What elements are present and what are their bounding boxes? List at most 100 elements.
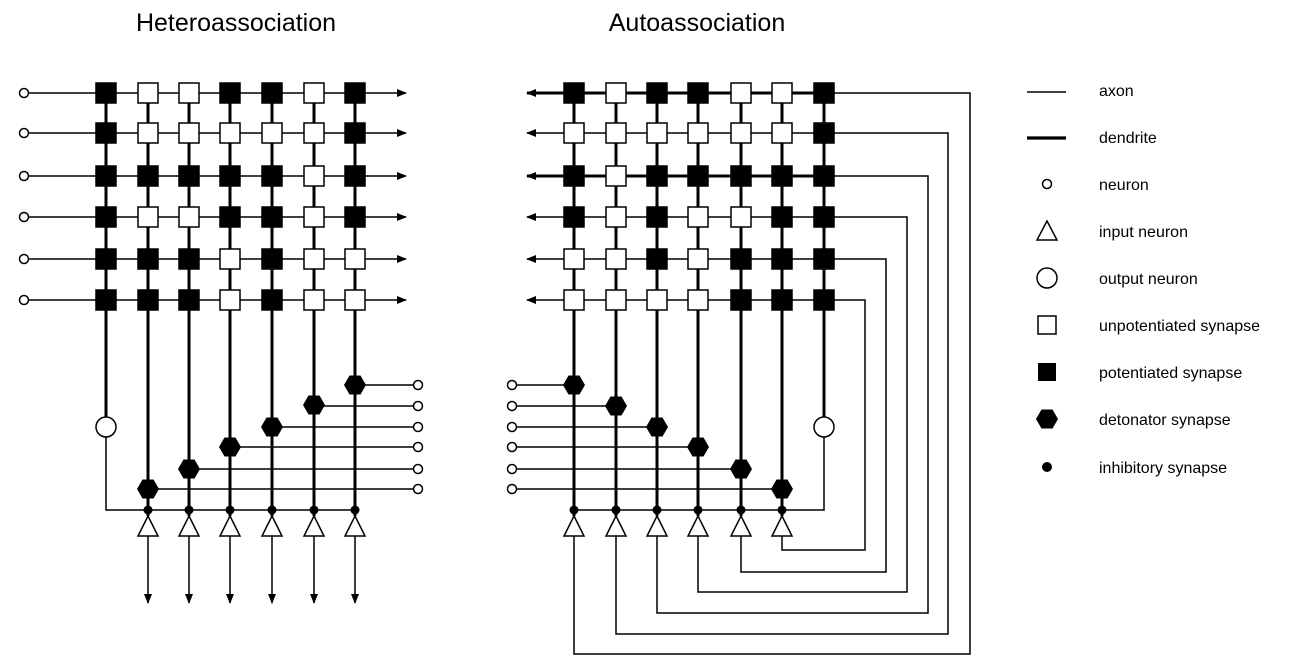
input-neuron-icon [686, 514, 710, 537]
inhibitory-synapse-icon [1042, 462, 1052, 472]
legend-item-unpotentiated-synapse: unpotentiated synapse [1037, 315, 1260, 335]
detonator-synapse [771, 479, 793, 499]
potentiated-synapse [137, 289, 159, 311]
potentiated-synapse [771, 248, 793, 270]
potentiated-synapse [95, 248, 117, 270]
detonator-synapse [605, 396, 627, 416]
unpotentiated-synapse [303, 165, 325, 187]
potentiated-synapse [563, 82, 585, 104]
input-neuron-icon [260, 514, 284, 537]
unpotentiated-synapse [605, 165, 627, 187]
input-neuron-icon [343, 514, 367, 537]
legend-label: axon [1099, 83, 1134, 100]
inhibitory-synapse [143, 505, 153, 515]
neuron-icon [412, 463, 424, 475]
potentiated-synapse [261, 206, 283, 228]
unpotentiated-synapse [303, 248, 325, 270]
neuron-icon [1041, 178, 1053, 190]
potentiated-synapse [646, 82, 668, 104]
feedback-axon [697, 216, 908, 593]
neuron-icon [18, 127, 30, 139]
potentiated-synapse [344, 82, 366, 104]
unpotentiated-synapse [730, 82, 752, 104]
feedback-axon [615, 132, 949, 635]
unpotentiated-synapse [563, 248, 585, 270]
unpotentiated-synapse [137, 122, 159, 144]
potentiated-synapse [771, 165, 793, 187]
potentiated-synapse [95, 165, 117, 187]
potentiated-synapse [730, 289, 752, 311]
detonator-synapse [563, 375, 585, 395]
unpotentiated-synapse [219, 248, 241, 270]
autoassociation-network [506, 82, 971, 655]
inhibitory-synapse [569, 505, 579, 515]
unpotentiated-synapse [687, 122, 709, 144]
potentiated-synapse [646, 165, 668, 187]
detonator-synapse [261, 417, 283, 437]
neuron-icon [412, 400, 424, 412]
inhibitory-synapse [693, 505, 703, 515]
unpotentiated-synapse-icon [1037, 315, 1057, 335]
detonator-synapse [730, 459, 752, 479]
detonator-synapse [303, 395, 325, 415]
unpotentiated-synapse [687, 248, 709, 270]
potentiated-synapse [813, 289, 835, 311]
unpotentiated-synapse [137, 82, 159, 104]
potentiated-synapse [219, 206, 241, 228]
potentiated-synapse [261, 248, 283, 270]
potentiated-synapse [646, 206, 668, 228]
neuron-icon [18, 170, 30, 182]
input-neuron-icon [136, 514, 160, 537]
potentiated-synapse [813, 248, 835, 270]
unpotentiated-synapse [646, 122, 668, 144]
neuron-icon [18, 87, 30, 99]
potentiated-synapse [687, 165, 709, 187]
input-neuron-icon [604, 514, 628, 537]
unpotentiated-synapse [303, 289, 325, 311]
feedback-axon [656, 175, 929, 614]
feedback-axon [781, 299, 866, 551]
output-neuron-icon [1036, 267, 1058, 289]
potentiated-synapse [261, 165, 283, 187]
neuron-icon [506, 421, 518, 433]
unpotentiated-synapse [730, 206, 752, 228]
unpotentiated-synapse [687, 289, 709, 311]
inhibitory-synapse [350, 505, 360, 515]
potentiated-synapse [261, 82, 283, 104]
legend-label: unpotentiated synapse [1099, 318, 1260, 335]
unpotentiated-synapse [178, 122, 200, 144]
potentiated-synapse [261, 289, 283, 311]
neuron-icon [506, 441, 518, 453]
legend-label: detonator synapse [1099, 412, 1231, 429]
potentiated-synapse [344, 206, 366, 228]
unpotentiated-synapse [771, 82, 793, 104]
unpotentiated-synapse [178, 206, 200, 228]
neuron-icon [412, 421, 424, 433]
unpotentiated-synapse [219, 289, 241, 311]
legend-label: inhibitory synapse [1099, 460, 1227, 477]
inhibitory-synapse [611, 505, 621, 515]
legend-item-neuron: neuron [1041, 177, 1149, 194]
input-neuron-icon [562, 514, 586, 537]
detonator-synapse [137, 479, 159, 499]
unpotentiated-synapse [605, 122, 627, 144]
potentiated-synapse [95, 289, 117, 311]
legend-label: neuron [1099, 177, 1149, 194]
potentiated-synapse [137, 248, 159, 270]
unpotentiated-synapse [563, 289, 585, 311]
input-neuron-icon [302, 514, 326, 537]
potentiated-synapse [771, 289, 793, 311]
neuron-icon [412, 379, 424, 391]
potentiated-synapse [813, 82, 835, 104]
potentiated-synapse [344, 165, 366, 187]
inhibitory-synapse [777, 505, 787, 515]
potentiated-synapse [219, 165, 241, 187]
detonator-synapse [219, 437, 241, 457]
input-neuron-icon [218, 514, 242, 537]
neuron-icon [506, 400, 518, 412]
potentiated-synapse [687, 82, 709, 104]
potentiated-synapse [344, 122, 366, 144]
unpotentiated-synapse [605, 82, 627, 104]
potentiated-synapse [95, 122, 117, 144]
